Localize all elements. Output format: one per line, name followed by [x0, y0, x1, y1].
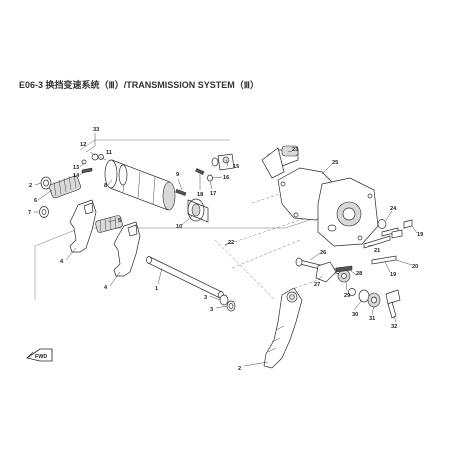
- shift-shaft-group: [261, 145, 413, 319]
- spring-6: [49, 173, 81, 199]
- shift-arm-2: [263, 287, 303, 369]
- callout-8: 8: [104, 183, 107, 189]
- callout-1: 1: [155, 286, 158, 292]
- callout-22: 22: [228, 240, 234, 246]
- callout-19-b: 19: [390, 272, 396, 278]
- callout-6: 6: [34, 198, 37, 204]
- callout-3-b: 3: [210, 307, 213, 313]
- callout-2-left: 2: [29, 183, 32, 189]
- fwd-label: FWD: [35, 354, 47, 360]
- callout-17: 17: [210, 191, 216, 197]
- callout-12: 12: [80, 142, 86, 148]
- shift-drum-group: [81, 153, 235, 223]
- callout-4-right: 4: [104, 285, 108, 291]
- leader-lines: [34, 133, 418, 367]
- callout-13: 13: [73, 165, 79, 171]
- callout-3-a: 3: [204, 295, 207, 301]
- spring-5: [95, 215, 123, 233]
- callout-16: 16: [223, 175, 229, 181]
- shift-fork-group: [39, 173, 236, 312]
- callout-33: 33: [93, 127, 99, 133]
- callout-25: 25: [332, 160, 338, 166]
- callout-28: 28: [356, 271, 362, 277]
- callout-11: 11: [106, 150, 112, 156]
- fwd-direction-badge: FWD: [26, 348, 53, 362]
- callout-24: 24: [390, 206, 397, 212]
- callout-18: 18: [197, 192, 203, 198]
- callout-30: 30: [352, 312, 358, 318]
- callout-29: 29: [344, 293, 350, 299]
- callout-9: 9: [176, 172, 179, 178]
- callout-numbers: 33 12 11 13 14 9 8 10 15 16 17 18 2 6 7 …: [28, 127, 423, 372]
- callout-5: 5: [118, 218, 121, 224]
- callout-4-left: 4: [60, 259, 64, 265]
- callout-31: 31: [369, 316, 375, 322]
- callout-10: 10: [176, 224, 182, 230]
- callout-19-a: 19: [417, 232, 423, 238]
- callout-14: 14: [73, 173, 80, 179]
- callout-32: 32: [391, 324, 397, 330]
- callout-26: 26: [320, 250, 326, 256]
- diagram-title: E06-3 换挡变速系统（Ⅲ）/TRANSMISSION SYSTEM（Ⅲ）: [19, 79, 259, 90]
- callout-21: 21: [374, 248, 380, 254]
- callout-7: 7: [28, 210, 31, 216]
- callout-23: 23: [292, 147, 298, 153]
- callout-15: 15: [233, 164, 239, 170]
- callout-27: 27: [314, 282, 320, 288]
- callout-2-bottom: 2: [238, 366, 241, 372]
- callout-20: 20: [412, 264, 418, 270]
